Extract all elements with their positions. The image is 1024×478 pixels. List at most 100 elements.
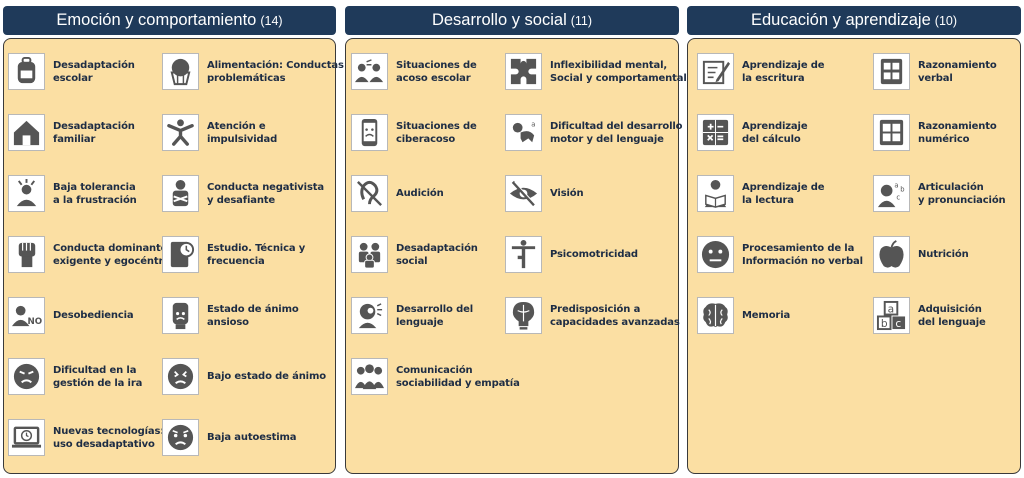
category-item[interactable]: NO Desobediencia [8, 297, 134, 334]
brain-bulb-icon [505, 297, 542, 334]
item-label: Nuevas tecnologías: uso desadaptativo [53, 425, 165, 450]
item-label: Psicomotricidad [550, 249, 638, 260]
category-item[interactable]: Atención e impulsividad [162, 114, 277, 151]
category-item[interactable]: Aprendizaje de la escritura [697, 53, 825, 90]
item-label: Desadaptación escolar [53, 59, 135, 84]
svg-text:c: c [895, 317, 901, 330]
item-label: Desobediencia [53, 310, 134, 321]
item-label: Razonamiento verbal [918, 59, 997, 84]
column-count: (11) [570, 13, 593, 28]
category-item[interactable]: Conducta dominante exigente y egocéntric… [8, 236, 179, 273]
category-item[interactable]: Nutrición [873, 236, 969, 273]
item-label: Nutrición [918, 249, 969, 260]
item-label: Situaciones de acoso escolar [396, 59, 477, 84]
balance-person-icon [505, 236, 542, 273]
book-clock-icon [162, 236, 199, 273]
category-item[interactable]: Desadaptación social [351, 236, 478, 273]
apple-icon [873, 236, 910, 273]
category-item[interactable]: Comunicación sociabilidad y empatía [351, 358, 520, 395]
item-label: Desarrollo del lenguaje [396, 303, 473, 328]
svg-text:b: b [881, 317, 888, 330]
category-item[interactable]: Razonamiento numérico [873, 114, 997, 151]
category-item[interactable]: Nuevas tecnologías: uso desadaptativo [8, 419, 164, 456]
column-count: (14) [260, 13, 283, 28]
bullying-icon [351, 53, 388, 90]
category-item[interactable]: Baja autoestima [162, 419, 297, 456]
brain-icon [697, 297, 734, 334]
svg-text:c: c [896, 193, 900, 201]
column-header: Emoción y comportamiento (14) [3, 6, 336, 35]
column-header: Desarrollo y social (11) [345, 6, 679, 35]
item-label: Dificultad en la gestión de la ira [53, 364, 143, 389]
category-item[interactable]: Estudio. Técnica y frecuencia [162, 236, 305, 273]
category-item[interactable]: Inflexibilidad mental, Social y comporta… [505, 53, 687, 90]
category-item[interactable]: Memoria [697, 297, 790, 334]
item-label: Visión [550, 188, 584, 199]
column-header: Educación y aprendizaje (10) [687, 6, 1021, 35]
raised-fist-icon [8, 236, 45, 273]
phone-sad-icon [351, 114, 388, 151]
svg-text:a: a [894, 182, 898, 190]
item-label: Conducta dominante exigente y egocéntric… [53, 242, 179, 267]
svg-text:NO: NO [27, 317, 42, 327]
item-label: Alimentación: Conductas problemáticas [207, 59, 344, 84]
category-item[interactable]: Desadaptación familiar [8, 114, 135, 151]
speaking-head-icon [351, 297, 388, 334]
frustrated-person-icon [8, 175, 45, 212]
category-item[interactable]: Razonamiento verbal [873, 53, 997, 90]
category-item[interactable]: Dificultad en la gestión de la ira [8, 358, 142, 395]
category-item[interactable]: Desarrollo del lenguaje [351, 297, 473, 334]
category-item[interactable]: Visión [505, 175, 584, 212]
letter-tiles-icon [873, 53, 910, 90]
item-label: Aprendizaje del cálculo [742, 120, 808, 145]
item-label: Inflexibilidad mental, Social y comporta… [550, 59, 687, 84]
family-house-icon [8, 114, 45, 151]
category-item[interactable]: Predisposición a capacidades avanzadas [505, 297, 680, 334]
category-item[interactable]: Alimentación: Conductas problemáticas [162, 53, 344, 90]
column-title: Desarrollo y social [431, 11, 567, 29]
anxious-hand-icon [162, 297, 199, 334]
svg-text:a: a [888, 303, 895, 316]
column-title: Educación y aprendizaje [750, 11, 931, 29]
blank-face-icon [697, 236, 734, 273]
item-label: Predisposición a capacidades avanzadas [550, 303, 680, 328]
eye-crossed-icon [505, 175, 542, 212]
column-title: Emoción y comportamiento [56, 11, 257, 29]
category-item[interactable]: Aprendizaje de la lectura [697, 175, 825, 212]
category-panel [687, 38, 1021, 474]
item-label: Comunicación sociabilidad y empatía [396, 364, 520, 389]
angry-face-icon [8, 358, 45, 395]
item-label: Conducta negativista y desafiante [207, 181, 324, 206]
crossed-arms-person-icon [162, 175, 199, 212]
category-item[interactable]: Situaciones de ciberacoso [351, 114, 477, 151]
column-count: (10) [934, 13, 958, 28]
category-item[interactable]: Baja tolerancia a la frustración [8, 175, 137, 212]
category-column-desarrollo: Desarrollo y social (11) [345, 6, 679, 474]
category-item[interactable]: Situaciones de acoso escolar [351, 53, 477, 90]
person-no-icon: NO [8, 297, 45, 334]
reading-person-icon [697, 175, 734, 212]
category-item[interactable]: Aprendizaje del cálculo [697, 114, 808, 151]
category-item[interactable]: Procesamiento de la Información no verba… [697, 236, 863, 273]
category-item[interactable]: Bajo estado de ánimo [162, 358, 326, 395]
crawling-baby-icon: a [505, 114, 542, 151]
item-label: Aprendizaje de la lectura [742, 181, 825, 206]
calculator-icon [697, 114, 734, 151]
item-label: Procesamiento de la Información no verba… [742, 242, 863, 267]
item-label: Aprendizaje de la escritura [742, 59, 825, 84]
item-label: Articulación y pronunciación [918, 181, 1006, 206]
category-item[interactable]: Conducta negativista y desafiante [162, 175, 324, 212]
category-item[interactable]: Estado de ánimo ansioso [162, 297, 299, 334]
school-backpack-icon [8, 53, 45, 90]
cupcake-icon [162, 53, 199, 90]
category-item[interactable]: Desadaptación escolar [8, 53, 135, 90]
item-label: Desadaptación familiar [53, 120, 135, 145]
category-item[interactable]: Psicomotricidad [505, 236, 638, 273]
item-label: Atención e impulsividad [207, 120, 278, 145]
category-item[interactable]: Audición [351, 175, 444, 212]
